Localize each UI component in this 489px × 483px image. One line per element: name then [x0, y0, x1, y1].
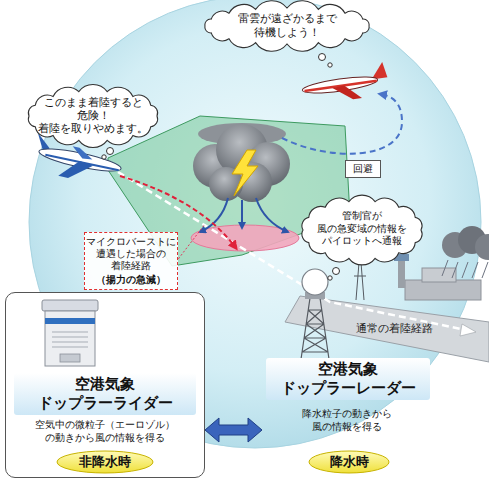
path-label: 通常の着陸経路 — [356, 321, 433, 336]
thought-bubble: 雷雲が遠ざかるまで 待機しよう！ — [198, 1, 376, 51]
rain-lines — [442, 260, 488, 278]
radar-tower — [300, 250, 368, 366]
wing — [58, 157, 93, 182]
cloud-puff — [246, 142, 290, 186]
cloud-puff — [442, 232, 468, 258]
control-tower — [398, 258, 405, 288]
downdraft-arrow — [256, 198, 288, 232]
thought-bubble: 管制官が 風の急変域の情報を パイロットへ通報 — [296, 194, 428, 266]
callout-note: （揚力の急減） — [86, 274, 176, 286]
radar-dome — [302, 269, 328, 295]
sensor-panel: 空港気象 ドップラーライダー空気中の微粒子（エーロゾル） の動きから風の情報を得… — [5, 292, 205, 478]
sensor-panel: 空港気象 ドップラーレーダー降水粒子の動きから 風の情報を得る降水時 — [262, 358, 434, 478]
runway — [285, 296, 489, 362]
cloud-outline — [205, 1, 369, 52]
bubble-text: 管制官が 風の急変域の情報を パイロットへ通報 — [310, 210, 414, 248]
bubble-tail — [319, 54, 326, 61]
red-airplane — [300, 61, 390, 106]
cloud-outline — [28, 84, 157, 147]
oval-outline — [57, 451, 153, 473]
rain-cloud — [442, 226, 489, 278]
oval-text: 非降水時 — [56, 454, 154, 470]
cloud-outline — [302, 195, 422, 265]
panel-body: 降水粒子の動きから 風の情報を得る — [282, 408, 412, 433]
bubble-text: このまま着陸すると 危険！ 着陸を取りやめます。 — [38, 96, 148, 135]
terminal-building — [405, 280, 481, 300]
panel-body: 空気中の微粒子（エーロゾル） の動きから風の情報を得る — [14, 419, 196, 444]
tower-platform — [305, 292, 325, 299]
condition-oval: 非降水時 — [56, 450, 154, 474]
cloud-puff — [209, 167, 243, 201]
oval-outline — [309, 451, 389, 473]
label-box: 回避 — [345, 160, 381, 178]
tower-lattice — [300, 298, 330, 366]
lightning — [232, 150, 258, 196]
thought-bubble: このまま着陸すると 危険！ 着陸を取りやめます。 — [22, 84, 164, 148]
wing — [332, 83, 362, 102]
bubble-tail — [102, 155, 106, 159]
callout-box: マイクロバーストに 遭遇した場合の 着陸経路 （揚力の急減） — [84, 232, 178, 290]
oval-text: 降水時 — [308, 454, 390, 470]
bubble-tail — [333, 268, 340, 275]
callout-text: マイクロバーストに 遭遇した場合の 着陸経路 — [86, 236, 176, 272]
bubble-tail — [328, 63, 332, 67]
device-vent — [52, 332, 88, 347]
thunderstorm-cloud — [193, 123, 290, 202]
cloud-anvil — [198, 123, 286, 145]
leader-line — [176, 224, 205, 262]
downdraft-arrow — [200, 198, 228, 232]
bubble-tail — [107, 148, 114, 155]
wing — [71, 146, 95, 160]
panel-heading: 空港気象 ドップラーレーダー — [266, 358, 430, 400]
avoidance-path — [282, 94, 402, 154]
cloud-puff — [458, 226, 486, 254]
device-top — [42, 300, 98, 311]
bubble-text: 雷雲が遠ざかるまで 待機しよう！ — [228, 12, 346, 40]
fuselage-stripe — [304, 81, 376, 91]
device-cabinet — [45, 311, 95, 366]
panel-heading: 空港気象 ドップラーライダー — [14, 373, 196, 415]
device-stripe — [45, 318, 95, 324]
tail-fin — [369, 61, 387, 79]
device-panel — [60, 354, 80, 362]
bubble-tail — [328, 276, 332, 280]
cloud-puff — [216, 124, 268, 176]
cloud-puff — [475, 234, 489, 260]
microburst-outflow — [191, 225, 299, 251]
path-arrow-head — [460, 324, 476, 336]
fuselage — [302, 74, 379, 96]
terminal-building — [422, 268, 456, 282]
fuselage-stripe — [45, 155, 118, 171]
downdraft-arrow — [241, 200, 243, 228]
double-arrow — [205, 418, 262, 442]
cloud-puff — [193, 144, 237, 188]
box-text: 回避 — [346, 162, 380, 175]
condition-oval: 降水時 — [308, 450, 390, 474]
fuselage — [37, 144, 122, 175]
cloud-puff — [232, 162, 272, 202]
lidar-device — [42, 300, 98, 366]
